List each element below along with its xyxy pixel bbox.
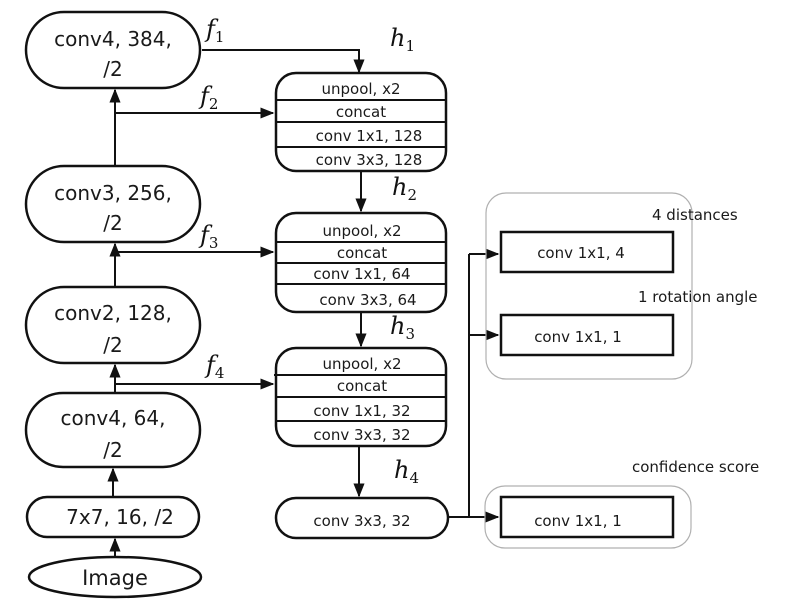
merge-row-conv3x3: conv 3x3, 32 [313,426,410,444]
node-label: /2 [103,57,122,81]
h2-label: h2 [392,173,417,204]
node-label: Image [82,566,148,590]
score-output-group: conv 1x1, 1 confidence score [484,458,759,549]
f4-label: f4 [204,351,224,382]
node-label: conv4, 384, [54,27,172,51]
encoder-node-image: Image [27,555,203,599]
f2-label: f2 [198,82,218,113]
node-label: /2 [103,438,122,462]
score-conv-label: conv 1x1, 1 [534,512,622,530]
merge-block-3: unpool, x2 concat conv 1x1, 32 conv 3x3,… [274,346,448,448]
trunk-line [448,254,470,518]
merge-row-unpool: unpool, x2 [322,355,401,373]
encoder-node-conv4-384: conv4, 384, /2 [24,10,202,90]
f1-arrow [202,49,365,74]
angle-label: 1 rotation angle [638,288,758,306]
angle-conv-label: conv 1x1, 1 [534,328,622,346]
h3-label: h3 [390,312,415,343]
merge-row-unpool: unpool, x2 [322,222,401,240]
geometry-output-group: conv 1x1, 4 conv 1x1, 1 4 distances 1 ro… [485,192,758,380]
decoder-arrows [353,172,367,498]
distances-label: 4 distances [652,206,738,224]
node-label: 7x7, 16, /2 [66,505,174,529]
h1-label: h1 [390,24,415,55]
node-label: conv2, 128, [54,301,172,325]
merge-row-concat: concat [336,103,386,121]
encoder-node-conv2-128: conv2, 128, /2 [24,285,202,365]
final-conv-node: conv 3x3, 32 [274,496,450,540]
merge-row-concat: concat [337,244,387,262]
f1-label: f1 [204,15,224,46]
merge-row-conv3x3: conv 3x3, 64 [319,291,416,309]
merge-row-unpool: unpool, x2 [321,80,400,98]
feature-arrows [115,49,365,390]
merge-row-conv3x3: conv 3x3, 128 [316,151,423,169]
output-branches [448,248,500,523]
merge-block-1: unpool, x2 concat conv 1x1, 128 conv 3x3… [274,71,448,173]
merge-row-concat: concat [337,377,387,395]
distances-conv-label: conv 1x1, 4 [537,244,625,262]
merge-row-conv1x1: conv 1x1, 64 [313,265,410,283]
encoder-node-conv4-64: conv4, 64, /2 [24,391,202,469]
node-label: conv3, 256, [54,181,172,205]
encoder-node-7x7-16: 7x7, 16, /2 [25,495,201,539]
merge-row-conv1x1: conv 1x1, 128 [316,127,423,145]
node-label: /2 [103,333,122,357]
final-conv-label: conv 3x3, 32 [313,512,410,530]
node-label: /2 [103,211,122,235]
merge-block-2: unpool, x2 concat conv 1x1, 64 conv 3x3,… [274,211,448,314]
encoder-node-conv3-256: conv3, 256, /2 [24,164,202,244]
f3-label: f3 [198,221,218,252]
h4-label: h4 [394,456,419,487]
score-label: confidence score [632,458,759,476]
node-label: conv4, 64, [61,406,166,430]
merge-row-conv1x1: conv 1x1, 32 [313,402,410,420]
